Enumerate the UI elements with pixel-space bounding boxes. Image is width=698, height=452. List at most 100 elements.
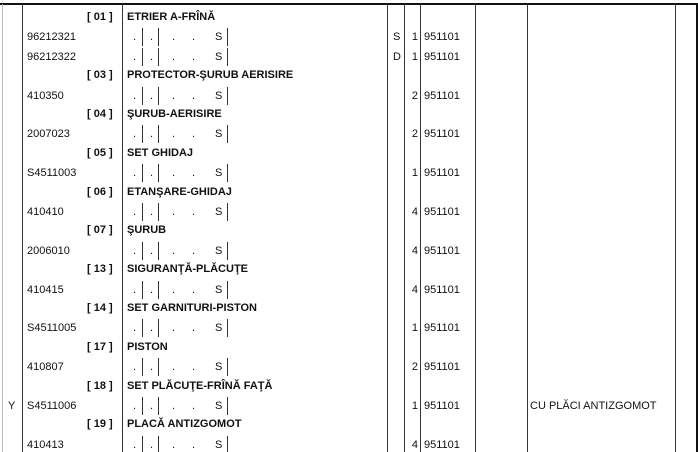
dot-mark: . [192, 322, 196, 335]
applicability-code: S [215, 31, 223, 44]
column-divider [227, 203, 228, 221]
applicability-columns: .... S [122, 396, 228, 415]
column-divider [142, 397, 143, 415]
part-code: 410410 [27, 206, 64, 218]
dot-mark: . [133, 400, 137, 412]
dot-mark: . [150, 400, 154, 412]
part-code: S4511006 [27, 400, 77, 412]
part-description: ETRIER A-FRÎNĂ [127, 11, 216, 23]
applicability-code: S [215, 244, 223, 257]
dot-mark: . [133, 283, 137, 296]
column-divider [142, 435, 143, 452]
group-header-row: [ 14 ]SET GARNITURI-PISTON [0, 299, 698, 318]
quantity: 1 [411, 167, 418, 180]
column-divider [227, 435, 228, 452]
applicability-columns: ....S [122, 47, 228, 66]
column-divider [142, 164, 143, 183]
part-code: S4511003 [27, 167, 77, 180]
part-description: PROTECTOR-ŞURUB AERISIRE [127, 69, 294, 82]
column-divider [142, 125, 143, 144]
column-divider [2, 4, 3, 452]
reference-number: [ 13 ] [87, 263, 113, 276]
column-divider [158, 86, 159, 105]
applicability-code: S [215, 400, 223, 412]
column-divider [227, 319, 228, 338]
column-divider [158, 319, 159, 338]
column-divider [387, 4, 388, 452]
column-divider [227, 280, 228, 299]
column-divider [158, 241, 159, 260]
column-divider [404, 4, 405, 452]
quantity: 2 [411, 89, 418, 102]
dot-mark: . [172, 167, 176, 180]
reference-number: [ 18 ] [87, 379, 113, 392]
quantity: 1 [411, 31, 418, 44]
column-divider [227, 358, 228, 377]
applicability-columns: ....S [122, 27, 228, 47]
quantity: 2 [411, 128, 418, 141]
part-code: 96212322 [27, 50, 76, 63]
column-divider [227, 125, 228, 144]
part-description: ŞURUB-AERISIRE [127, 108, 222, 120]
dot-mark: . [172, 31, 176, 44]
dot-mark: . [133, 438, 137, 451]
column-divider [142, 203, 143, 221]
date-code: 951101 [424, 400, 460, 412]
part-code: S4511005 [27, 322, 77, 335]
applicability-code: S [215, 89, 223, 102]
column-divider [158, 28, 159, 47]
quantity: 4 [411, 438, 418, 451]
part-description: ŞURUB [127, 224, 167, 237]
date-code: 951101 [424, 31, 460, 44]
dot-mark: . [150, 438, 154, 451]
group-header-row: [ 18 ]SET PLĂCUŢE-FRÎNĂ FAŢĂ [0, 377, 698, 396]
applicability-columns: ....S [122, 241, 228, 260]
dot-mark: . [133, 206, 137, 218]
date-code: 951101 [424, 167, 460, 180]
column-divider [22, 4, 23, 452]
applicability-code: S [215, 438, 223, 451]
dot-mark: . [133, 50, 137, 63]
applicability-code: S [215, 206, 223, 218]
dot-mark: . [133, 244, 137, 257]
dot-mark: . [150, 128, 154, 141]
dot-mark: . [133, 322, 137, 335]
reference-number: [ 05 ] [87, 146, 113, 159]
column-divider [142, 28, 143, 47]
dot-mark: . [192, 128, 196, 141]
column-divider [158, 203, 159, 221]
applicability-columns: ....S [122, 163, 228, 183]
part-code: 410807 [27, 361, 64, 374]
column-divider [158, 280, 159, 299]
applicability-columns: ....S [122, 202, 228, 221]
dot-mark: . [133, 128, 137, 141]
dot-mark: . [192, 167, 196, 180]
date-code: 951101 [424, 361, 460, 374]
column-divider [122, 4, 123, 452]
applicability-code: S [215, 322, 223, 335]
dot-mark: . [192, 89, 196, 102]
dot-mark: . [192, 50, 196, 63]
dot-mark: . [172, 400, 176, 412]
column-divider [142, 47, 143, 66]
column-divider [142, 280, 143, 299]
group-header-row: [ 06 ] ETANŞARE-GHIDAJ [0, 183, 698, 202]
dot-mark: . [192, 400, 196, 412]
date-code: 951101 [424, 206, 460, 218]
reference-number: [ 06 ] [87, 185, 113, 198]
group-header-row: [ 07 ]ŞURUB [0, 221, 698, 240]
applicability-columns: ....S [122, 280, 228, 299]
applicability-columns: ....S [122, 318, 228, 338]
group-header-row: [ 01 ]ETRIER A-FRÎNĂ [0, 8, 698, 27]
dot-mark: . [150, 206, 154, 218]
reference-number: [ 17 ] [87, 340, 113, 353]
column-divider [142, 86, 143, 105]
quantity: 1 [411, 400, 418, 412]
column-divider [227, 241, 228, 260]
part-description: ETANŞARE-GHIDAJ [127, 185, 232, 198]
